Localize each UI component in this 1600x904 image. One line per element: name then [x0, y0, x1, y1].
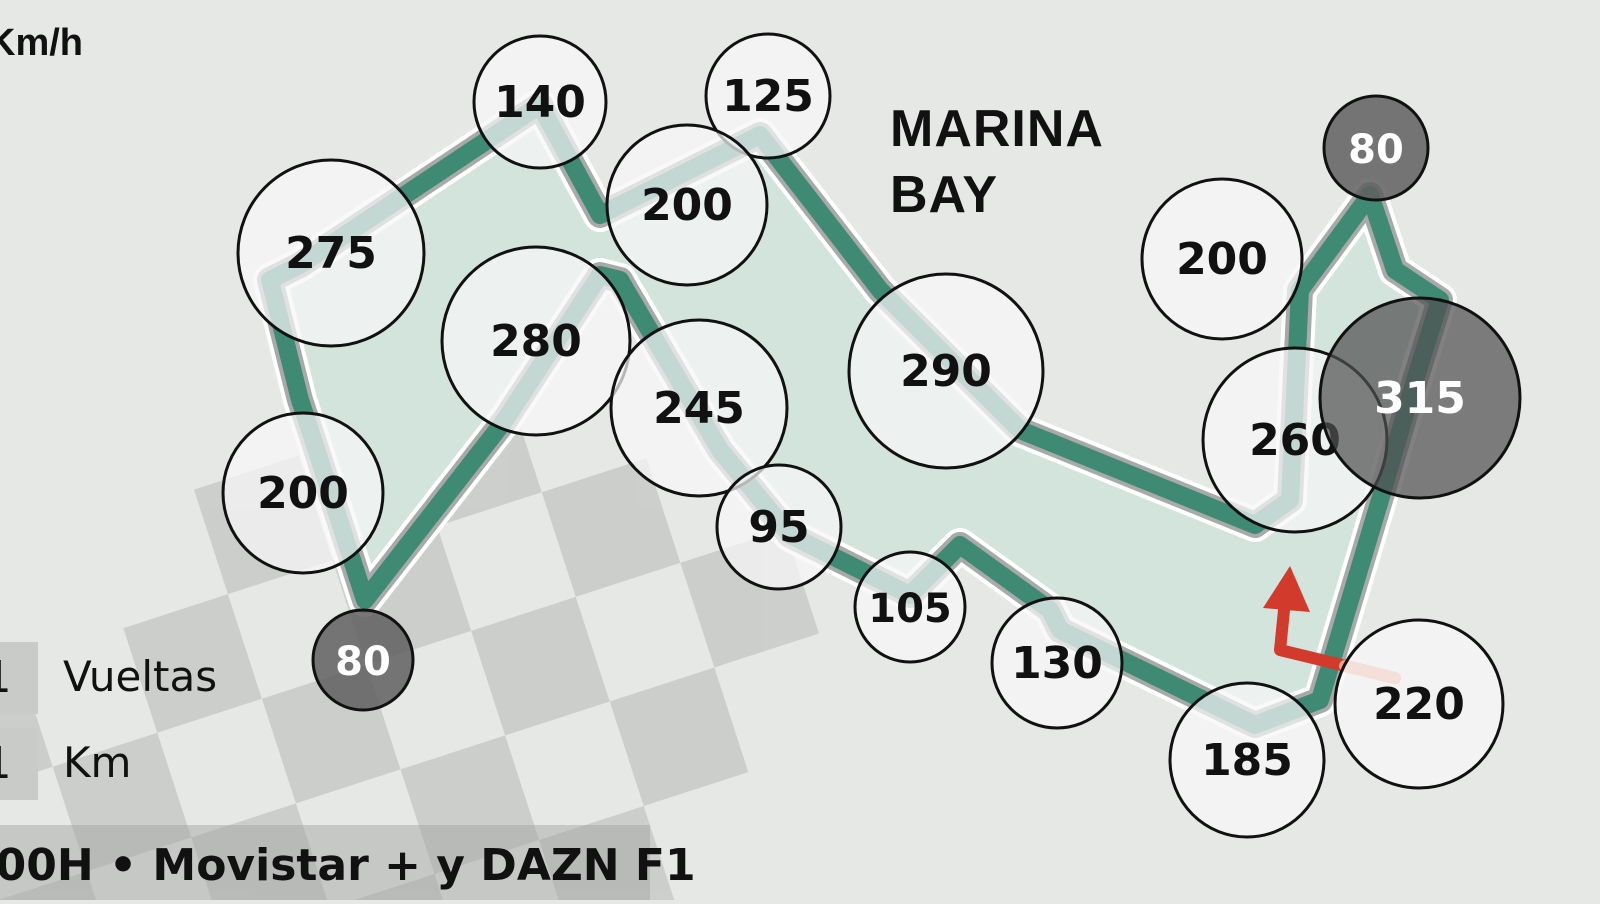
speed-marker-p200b: 200 [221, 411, 385, 575]
speed-value: 200 [257, 468, 349, 519]
speed-value: 315 [1374, 373, 1466, 424]
speed-marker-p315: 315 [1318, 296, 1522, 500]
broadcast-info: :00H • Movistar + y DAZN F1 [0, 840, 696, 891]
circuit-name: MARINA BAY [890, 96, 1104, 228]
laps-label: Vueltas [63, 652, 218, 701]
speed-unit-label: Km/h [0, 22, 83, 64]
speed-value: 80 [1348, 127, 1404, 173]
speed-value: 245 [653, 383, 745, 434]
distance-value-box [0, 728, 38, 800]
speed-value: 95 [748, 502, 809, 553]
speed-value: 280 [490, 316, 582, 367]
speed-value: 105 [868, 586, 952, 632]
distance-value: 1 [0, 738, 11, 789]
broadcast-banner [0, 825, 650, 900]
laps-value-box [0, 642, 38, 714]
speed-marker-p200a: 200 [605, 123, 769, 287]
speed-value: 200 [641, 180, 733, 231]
speed-marker-p105: 105 [853, 550, 967, 664]
checkered-flag-pattern [0, 387, 819, 904]
speed-marker-p140: 140 [472, 34, 608, 170]
speed-value: 290 [900, 346, 992, 397]
speed-marker-p80a: 80 [311, 608, 415, 712]
speed-marker-p290: 290 [847, 272, 1045, 470]
circuit-name-line1: MARINA [890, 100, 1104, 158]
speed-marker-p200c: 200 [1140, 177, 1304, 341]
speed-marker-p245: 245 [609, 318, 789, 498]
speed-marker-p130: 130 [990, 596, 1124, 730]
laps-value: 1 [0, 652, 11, 703]
speed-value: 130 [1011, 638, 1103, 689]
distance-label: Km [63, 738, 132, 787]
speed-value: 140 [494, 77, 586, 128]
speed-marker-p185: 185 [1168, 681, 1326, 839]
speed-value: 80 [335, 639, 391, 685]
speed-value: 200 [1176, 234, 1268, 285]
speed-marker-p80b: 80 [1322, 94, 1430, 202]
circuit-name-line2: BAY [890, 166, 999, 224]
speed-value: 220 [1373, 679, 1465, 730]
speed-marker-p125: 125 [704, 32, 832, 160]
speed-marker-p95: 95 [715, 463, 843, 591]
speed-marker-p280: 280 [440, 245, 632, 437]
speed-marker-p275: 275 [236, 158, 426, 348]
speed-value: 275 [285, 228, 377, 279]
speed-marker-p220: 220 [1333, 618, 1505, 790]
speed-value: 125 [722, 71, 814, 122]
speed-value: 185 [1201, 735, 1293, 786]
